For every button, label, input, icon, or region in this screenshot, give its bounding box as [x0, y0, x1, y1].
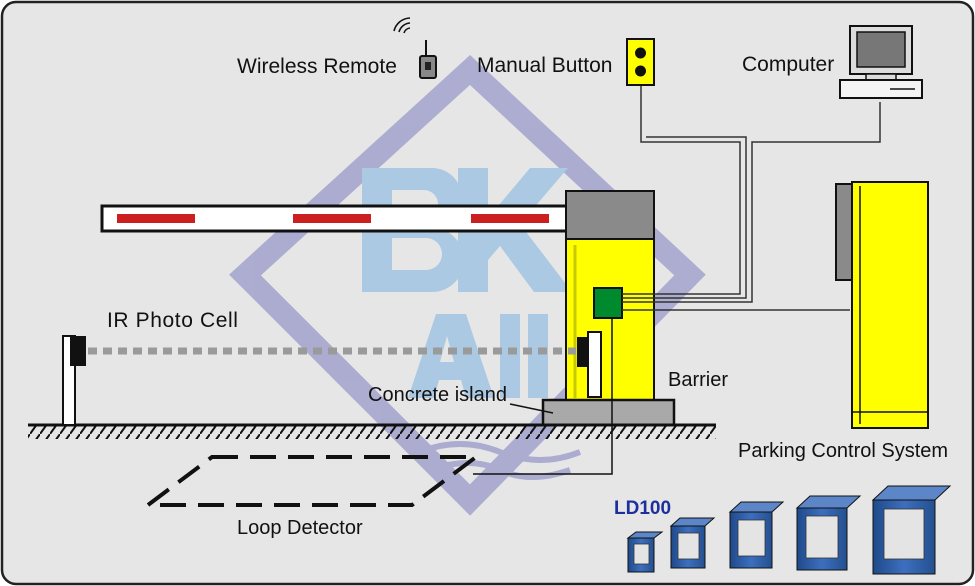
- loop-wire: [473, 318, 613, 475]
- concrete-island: [541, 398, 676, 427]
- computer-icon: [839, 25, 923, 99]
- ld100-module-3: [728, 501, 785, 569]
- concrete-island-pointer: [509, 403, 554, 414]
- controller-board: [593, 287, 623, 319]
- parking-control-system: [835, 181, 929, 429]
- control-wiring: [622, 86, 881, 311]
- label-manual-button: Manual Button: [477, 54, 612, 77]
- traffic-light-icon: [626, 38, 655, 86]
- label-ir-photo-cell: IR Photo Cell: [107, 309, 239, 332]
- barrier-cabinet: [565, 190, 655, 402]
- label-loop-detector: Loop Detector: [237, 517, 363, 539]
- wifi-signal-icon: [393, 17, 411, 34]
- ir-photo-cell-post: [62, 335, 86, 426]
- label-computer: Computer: [742, 53, 834, 76]
- ld100-module-4: [795, 495, 862, 571]
- ld100-module-5: [871, 485, 952, 575]
- label-barrier: Barrier: [668, 369, 728, 391]
- arm-stripe: [471, 214, 549, 223]
- barrier-arm: [100, 204, 631, 233]
- remote-control-icon: [419, 40, 437, 79]
- ground: [28, 423, 716, 439]
- ld100-product-lineup: [626, 485, 952, 575]
- arm-stripe: [117, 214, 195, 223]
- loop-detector-coil: [142, 455, 482, 507]
- arm-stripe: [293, 214, 371, 223]
- label-concrete-island: Concrete island: [368, 384, 507, 406]
- label-ld100: LD100: [614, 498, 671, 519]
- ld100-module-2: [669, 517, 716, 569]
- ld100-module-1: [626, 531, 664, 573]
- label-wireless-remote: Wireless Remote: [237, 55, 397, 78]
- label-parking-control-system: Parking Control System: [738, 440, 948, 462]
